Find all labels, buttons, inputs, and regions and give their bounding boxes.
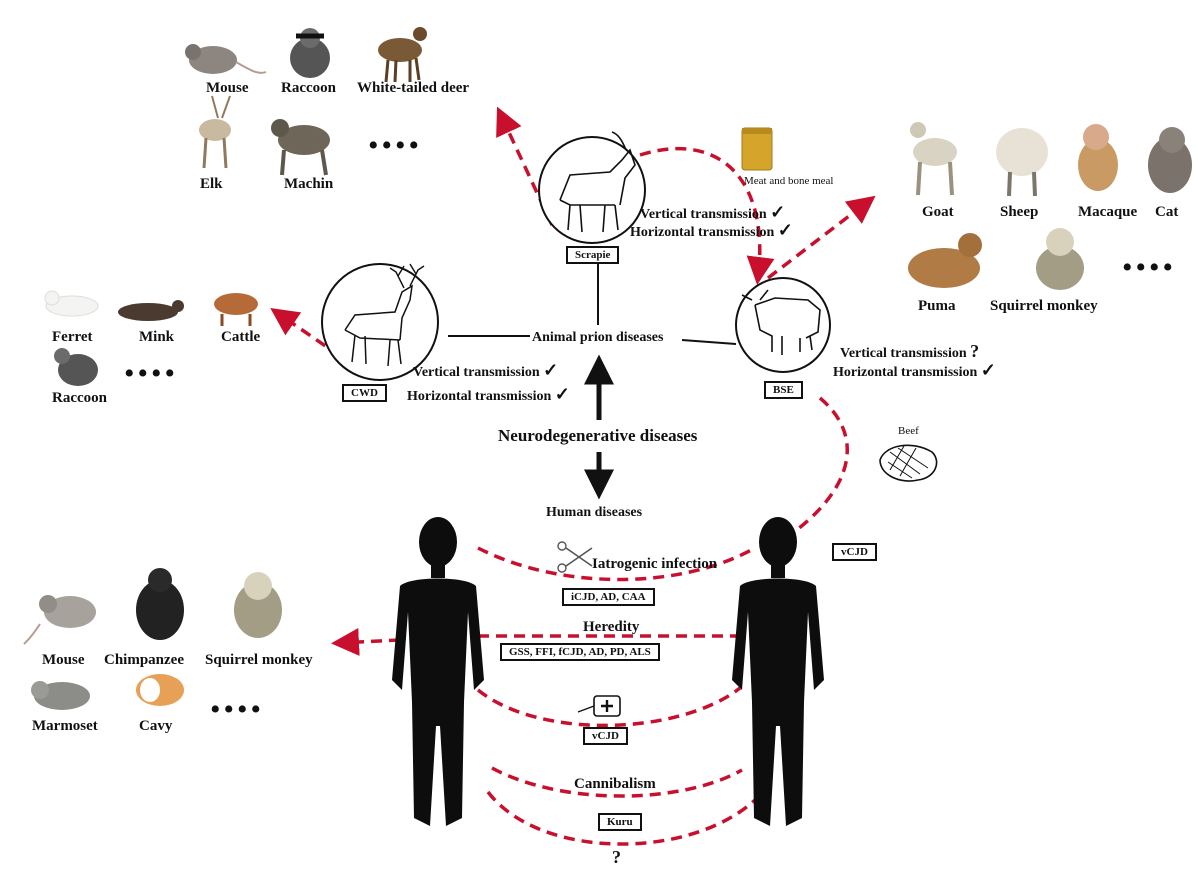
- squirrel-monkey-photo-icon: [234, 572, 282, 638]
- heredity-label: Heredity: [583, 619, 639, 636]
- animal-label-squirrel-monkey: Squirrel monkey: [205, 652, 313, 669]
- animal-label-sheep: Sheep: [1000, 204, 1038, 221]
- animal-label-ferret: Ferret: [52, 329, 93, 346]
- bse-horizontal-transmission: Horizontal transmission ✓: [833, 360, 996, 381]
- human-diseases-label: Human diseases: [546, 505, 642, 521]
- iatrogenic-disease-tag: iCJD, AD, CAA: [562, 588, 655, 606]
- animal-label-raccoon: Raccoon: [52, 390, 107, 407]
- check-icon: ✓: [543, 360, 558, 380]
- unknown-route-question-mark: ?: [612, 847, 621, 868]
- more-animals-ellipsis: ••••: [210, 700, 264, 720]
- squirrel-monkey-icon: [1036, 228, 1084, 290]
- arrow-human-to-hosts: [338, 640, 400, 643]
- animal-label-mouse: Mouse: [206, 80, 249, 97]
- beef-steak-icon: [880, 445, 937, 481]
- animal-label-puma: Puma: [918, 298, 956, 315]
- check-icon: ✓: [770, 202, 785, 222]
- more-animals-ellipsis: ••••: [124, 364, 178, 384]
- animal-label-chimpanzee: Chimpanzee: [104, 652, 184, 669]
- machin-icon: [271, 119, 330, 175]
- human-box-thumbnails: [24, 568, 282, 710]
- neurodegenerative-diseases-label: Neurodegenerative diseases: [498, 426, 697, 446]
- cat-icon: [1148, 127, 1192, 193]
- heredity-disease-tag: GSS, FFI, fCJD, AD, PD, ALS: [500, 643, 660, 661]
- cow-icon: [736, 278, 830, 372]
- beef-label: Beef: [898, 425, 919, 437]
- meat-bone-meal-label: Meat and bone meal: [744, 175, 834, 187]
- animal-label-squirrel-monkey: Squirrel monkey: [990, 298, 1098, 315]
- scissors-icon: [558, 542, 592, 572]
- cwd-horizontal-transmission: Horizontal transmission ✓: [407, 384, 570, 405]
- cwd-vertical-transmission: Vertical transmission ✓: [413, 360, 558, 381]
- animal-label-raccoon: Raccoon: [281, 80, 336, 97]
- animal-label-marmoset: Marmoset: [32, 718, 98, 735]
- disease-tag-bse: BSE: [764, 381, 803, 399]
- animal-label-cavy: Cavy: [139, 718, 172, 735]
- mouse-icon: [185, 44, 266, 74]
- animal-label-cattle: Cattle: [221, 329, 260, 346]
- check-icon: ✓: [778, 220, 793, 240]
- disease-tag-scrapie: Scrapie: [566, 246, 619, 264]
- check-icon: ✓: [981, 360, 996, 380]
- animal-label-goat: Goat: [922, 204, 954, 221]
- iatrogenic-infection-label: Iatrogenic infection: [592, 556, 717, 573]
- scrapie-horizontal-transmission: Horizontal transmission ✓: [630, 220, 793, 241]
- cattle-icon: [214, 293, 258, 326]
- animal-label-cat: Cat: [1155, 204, 1178, 221]
- kuru-tag: Kuru: [598, 813, 642, 831]
- animal-prion-diseases-label: Animal prion diseases: [532, 330, 663, 346]
- question-mark-icon: ?: [970, 341, 979, 361]
- check-icon: ✓: [555, 384, 570, 404]
- more-animals-ellipsis: ••••: [1122, 258, 1176, 278]
- meat-bone-meal-bag-icon: [742, 128, 772, 170]
- human-silhouette-right: [732, 517, 824, 826]
- goat-photo-icon: [910, 122, 957, 195]
- elk-icon: [199, 96, 231, 168]
- macaque-icon: [1078, 124, 1118, 191]
- ferret-icon: [45, 291, 98, 316]
- bse-vertical-transmission: Vertical transmission ?: [840, 341, 979, 362]
- white-tailed-deer-icon: [378, 27, 427, 82]
- animal-label-mouse: Mouse: [42, 652, 85, 669]
- sheep-icon: [996, 128, 1048, 196]
- raccoon-small-icon: [54, 348, 98, 386]
- raccoon-icon: [290, 28, 330, 78]
- chimpanzee-icon: [136, 568, 184, 640]
- puma-icon: [908, 233, 982, 288]
- animal-label-macaque: Macaque: [1078, 204, 1137, 221]
- marmoset-icon: [31, 681, 90, 710]
- mouse-photo-icon: [24, 595, 96, 644]
- cavy-icon: [136, 674, 184, 706]
- mink-icon: [118, 300, 184, 321]
- disease-tag-vcjd: vCJD: [832, 543, 877, 561]
- cannibalism-label: Cannibalism: [574, 776, 656, 793]
- blood-bag-icon: [578, 696, 620, 716]
- animal-label-white-tailed-deer: White-tailed deer: [357, 80, 469, 97]
- animal-label-machin: Machin: [284, 176, 333, 193]
- animal-label-elk: Elk: [200, 176, 223, 193]
- animal-label-mink: Mink: [139, 329, 174, 346]
- more-animals-ellipsis: ••••: [368, 136, 422, 156]
- disease-tag-cwd: CWD: [342, 384, 387, 402]
- vcjd-transfusion-tag: vCJD: [583, 727, 628, 745]
- human-silhouette-left: [392, 517, 484, 826]
- line-center-to-bse: [682, 340, 736, 344]
